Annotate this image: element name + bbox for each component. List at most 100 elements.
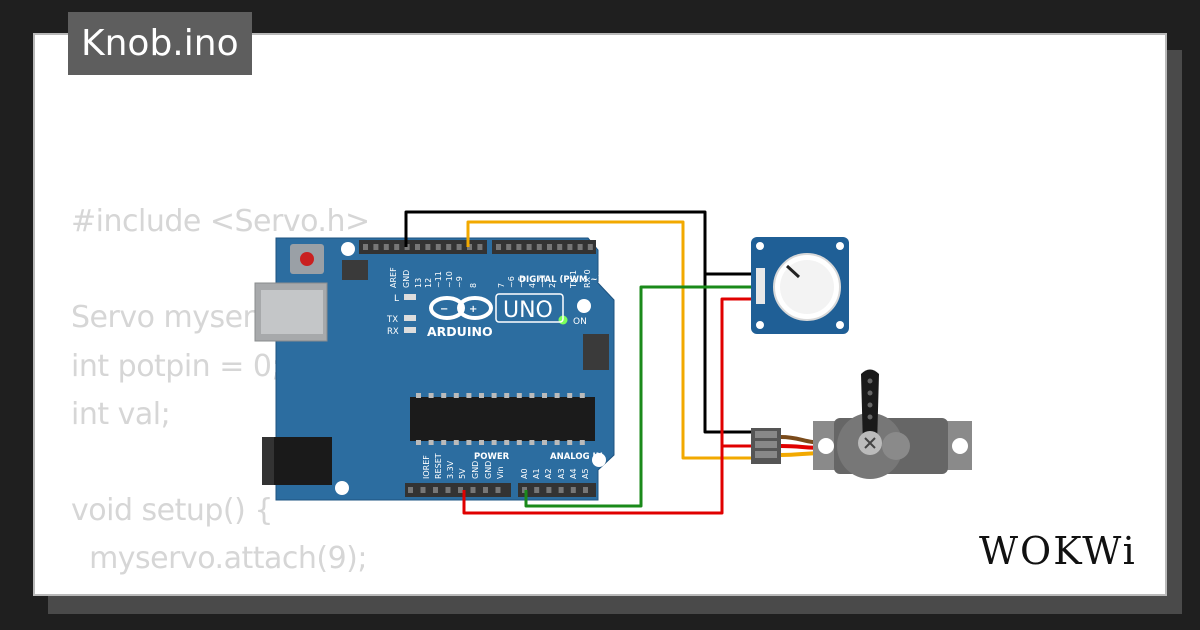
chip-pin	[441, 393, 447, 398]
chip-pin	[491, 440, 497, 445]
pin-label: 7	[497, 283, 506, 288]
pin-hole[interactable]	[420, 487, 426, 493]
pin-hole[interactable]	[383, 244, 389, 250]
chip-pin	[567, 440, 573, 445]
mounting-hole	[577, 299, 591, 313]
svg-text:ANALOG IN: ANALOG IN	[550, 452, 603, 462]
pin-hole[interactable]	[534, 487, 540, 493]
chip-pin	[516, 440, 522, 445]
pin-hole[interactable]	[583, 487, 588, 493]
pin-hole[interactable]	[425, 244, 431, 250]
pin-hole[interactable]	[408, 487, 413, 493]
chip-pin	[453, 393, 459, 398]
pin-hole[interactable]	[567, 244, 573, 250]
arduino-logo: − + ARDUINO	[427, 296, 493, 339]
chip-pin	[466, 393, 472, 398]
led-l	[404, 294, 416, 300]
chip-pin	[453, 440, 459, 445]
pin-label: TX 1	[569, 270, 578, 289]
potentiometer[interactable]	[751, 237, 849, 334]
svg-text:TX: TX	[386, 315, 398, 325]
pin-label: ~5	[517, 276, 526, 288]
pin-label: A5	[581, 468, 590, 479]
digital-header-high	[359, 240, 487, 254]
pin-label: ~6	[507, 276, 516, 288]
pin-hole[interactable]	[577, 244, 583, 250]
pin-label: 12	[424, 278, 433, 288]
wire-vcc-pot[interactable]	[720, 297, 759, 446]
svg-text:ARDUINO: ARDUINO	[427, 324, 493, 339]
wires	[404, 210, 759, 515]
svg-text:+: +	[469, 304, 477, 315]
chip-pin	[428, 440, 434, 445]
pot-pins	[756, 268, 765, 304]
code-line: void setup() {	[71, 493, 273, 529]
knob-indicator	[785, 264, 801, 279]
icsp-header	[342, 260, 609, 370]
pin-label: AREF	[389, 267, 398, 288]
pin-label: RX 0	[583, 269, 592, 288]
mounting-hole	[341, 242, 355, 256]
chip-pin	[416, 440, 421, 445]
pin-label: ~10	[445, 271, 454, 288]
wire-signal[interactable]	[466, 220, 752, 460]
pin-hole[interactable]	[587, 244, 593, 250]
chip-pin	[554, 440, 560, 445]
pin-hole[interactable]	[558, 487, 564, 493]
chip-pin	[516, 393, 522, 398]
pin-hole[interactable]	[483, 487, 488, 493]
svg-text:−: −	[440, 304, 448, 315]
servo-horn	[861, 369, 879, 446]
chip-pin	[567, 393, 573, 398]
wire-vcc-servo[interactable]	[462, 444, 752, 515]
chip-pin	[542, 393, 547, 398]
pin-hole[interactable]	[470, 487, 476, 493]
pin-hole[interactable]	[435, 244, 441, 250]
pin-hole[interactable]	[536, 244, 542, 250]
pin-hole[interactable]	[570, 487, 576, 493]
chip-pin	[529, 440, 535, 445]
chip-pin	[466, 440, 472, 445]
pin-hole[interactable]	[458, 487, 463, 493]
led-tx	[404, 315, 416, 321]
pin-hole[interactable]	[433, 487, 438, 493]
chip-pin	[491, 393, 497, 398]
pin-hole[interactable]	[415, 244, 420, 250]
pin-hole[interactable]	[506, 244, 512, 250]
pin-hole[interactable]	[446, 244, 452, 250]
pin-label: A2	[544, 468, 553, 479]
chip-pin	[504, 393, 510, 398]
pin-hole[interactable]	[456, 244, 462, 250]
pin-hole[interactable]	[445, 487, 451, 493]
pin-label: 2	[548, 283, 557, 288]
pin-hole[interactable]	[394, 244, 400, 250]
pin-label: ~9	[455, 276, 464, 288]
chip-pin	[479, 393, 484, 398]
pin-hole[interactable]	[477, 244, 483, 250]
pin-label: A0	[520, 468, 529, 479]
servo-motor[interactable]	[751, 369, 972, 480]
pin-hole[interactable]	[495, 487, 501, 493]
pin-hole[interactable]	[363, 244, 368, 250]
pin-hole[interactable]	[526, 244, 532, 250]
pin-label: 4	[528, 283, 537, 288]
wokwi-logo: WOKWi	[979, 529, 1135, 573]
pin-hole[interactable]	[496, 244, 501, 250]
pin-hole[interactable]	[547, 244, 552, 250]
sketch-title[interactable]: Knob.ino	[68, 12, 252, 75]
pin-hole[interactable]	[557, 244, 563, 250]
pin-hole[interactable]	[516, 244, 522, 250]
wire-analog[interactable]	[524, 285, 759, 508]
uno-badge	[495, 293, 564, 323]
wire-gnd-servo[interactable]	[703, 274, 752, 434]
pin-label: IOREF	[422, 455, 431, 479]
svg-text:POWER: POWER	[474, 452, 510, 462]
pin-label: 8	[469, 283, 478, 288]
mounting-hole	[592, 453, 606, 467]
pin-hole[interactable]	[546, 487, 552, 493]
pin-hole[interactable]	[373, 244, 379, 250]
wire-gnd-pot[interactable]	[404, 210, 759, 276]
digital-header-low	[492, 240, 596, 254]
